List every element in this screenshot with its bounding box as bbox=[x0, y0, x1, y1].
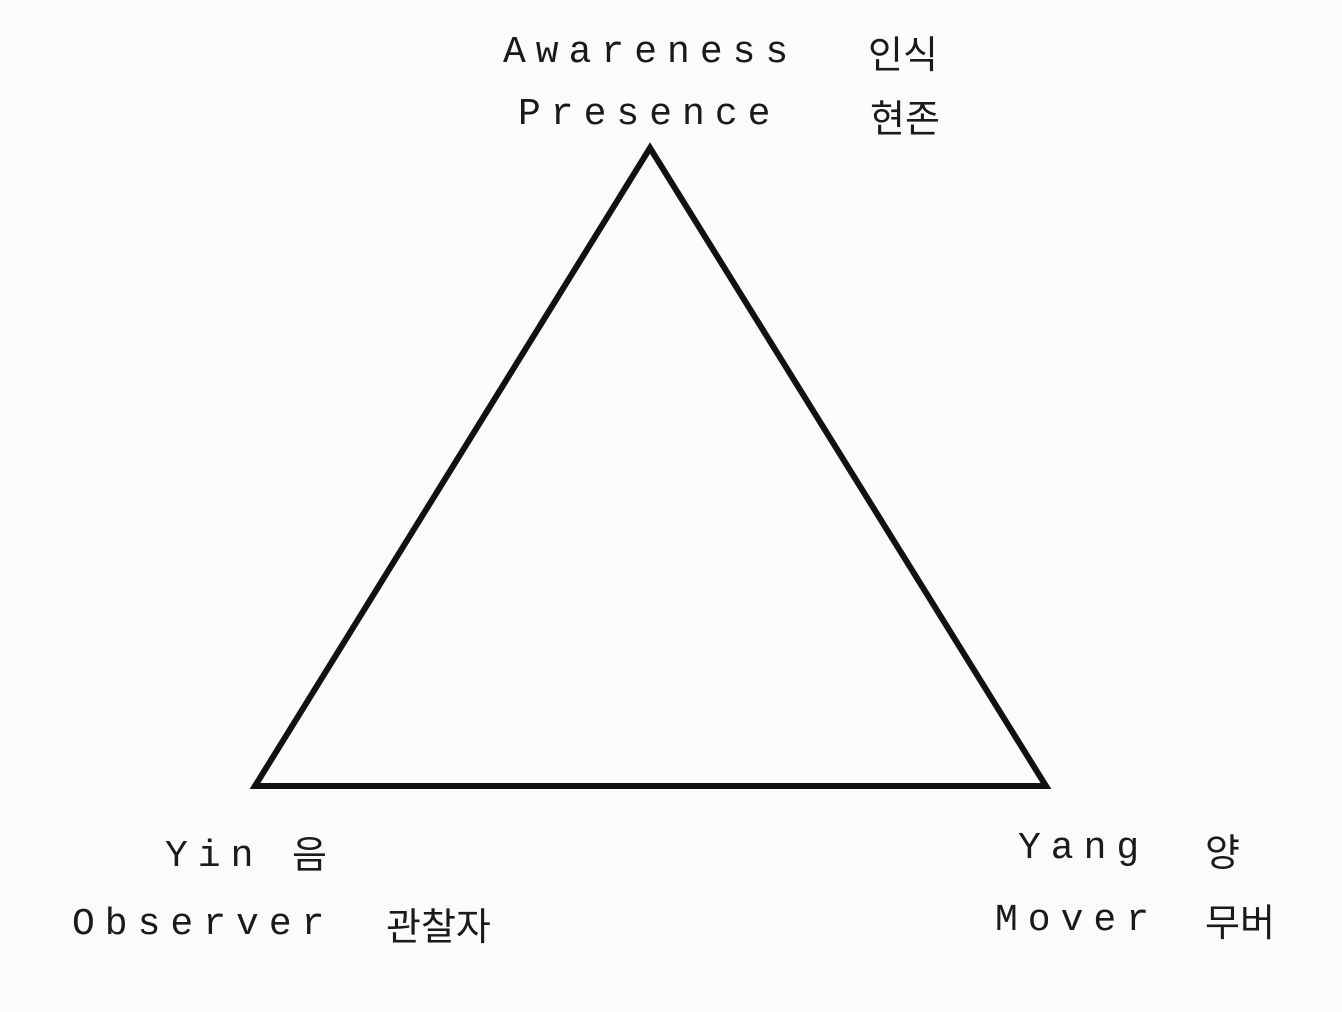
left-label-observer: Observer bbox=[72, 903, 335, 946]
left-label-yin-ko: 음 bbox=[292, 833, 327, 877]
right-label-yang: Yang bbox=[1018, 827, 1150, 870]
right-label-mover-ko: 무버 bbox=[1205, 901, 1275, 945]
right-label-yang-ko: 양 bbox=[1205, 831, 1240, 875]
left-label-observer-ko: 관찰자 bbox=[386, 905, 491, 949]
top-label-presence: Presence bbox=[518, 93, 781, 136]
top-label-presence-ko: 현존 bbox=[870, 97, 940, 141]
triangle bbox=[249, 142, 1052, 789]
top-label-awareness: Awareness bbox=[503, 31, 799, 74]
right-label-mover: Mover bbox=[995, 899, 1160, 942]
top-label-awareness-ko: 인식 bbox=[868, 33, 938, 77]
left-label-yin: Yin bbox=[165, 835, 264, 878]
